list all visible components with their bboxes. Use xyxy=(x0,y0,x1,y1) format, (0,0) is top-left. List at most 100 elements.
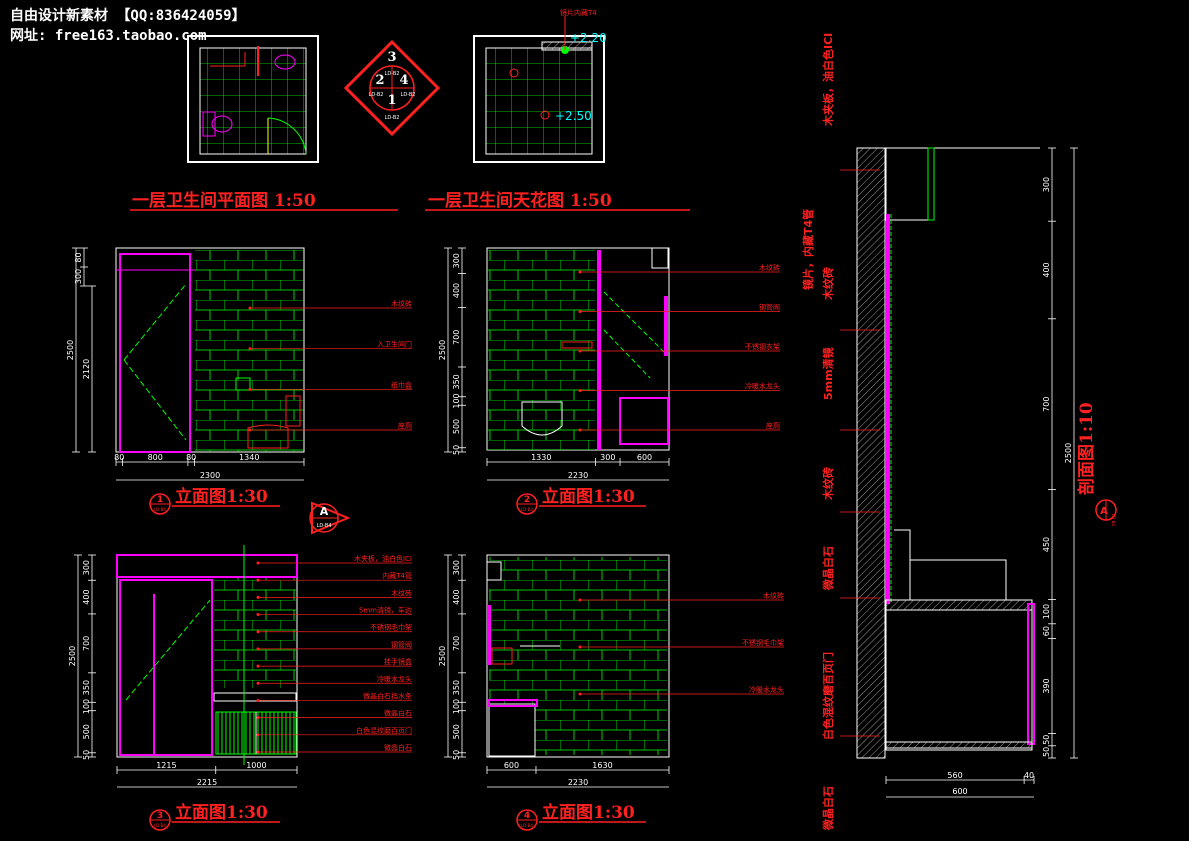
elevation-2-tag: LD-B4 xyxy=(521,507,533,512)
elevation-3-section-tag: LD-B4 xyxy=(317,523,332,529)
section-vertical-labels: 木夹板，油白色ICI镜片，内藏T4管木纹砖5mm清镜木纹砖微晶白石白色混纹磨百页… xyxy=(801,33,880,831)
sec-vlabel-0: 木夹板，油白色ICI xyxy=(821,33,835,127)
e2-callout-3: 冷暖水龙头 xyxy=(745,382,780,391)
sec-vlabel-4: 木纹砖 xyxy=(821,467,835,501)
section-mark: A xyxy=(1100,506,1108,517)
e3-callout-6: 挂手镜盒 xyxy=(384,657,412,666)
floor-plan xyxy=(187,35,319,163)
e4-v-4: 100 xyxy=(452,699,461,714)
e3-callout-9: 微晶白石 xyxy=(384,709,412,718)
index-tag-bottom: LD-B2 xyxy=(385,115,400,121)
e3-callout-4: 不锈钢毛巾架 xyxy=(370,623,412,632)
e2-v-4: 100 xyxy=(452,393,461,408)
index-right: 4 xyxy=(399,73,408,88)
e3-total: 2215 xyxy=(197,778,217,787)
e3-callout-5: 钢管阀 xyxy=(391,640,412,649)
e1-h-0: 80 xyxy=(114,453,124,462)
elevation-1-number: 1 xyxy=(157,495,163,505)
elevation-1-drawing xyxy=(115,247,305,453)
sec-v-8: 50 xyxy=(1042,747,1051,757)
e2-callout-1: 钢管阀 xyxy=(759,303,780,312)
e4-callout-2: 冷暖水龙头 xyxy=(749,685,784,694)
e4-v-2: 700 xyxy=(452,636,461,651)
e1-h-1: 800 xyxy=(148,453,163,462)
e1c-v-0: 2120 xyxy=(82,359,91,379)
sec-vlabel-2: 木纹砖 xyxy=(821,267,835,301)
section-drawing xyxy=(856,147,1040,759)
elevation-4-number: 4 xyxy=(524,811,530,821)
e3-v-3: 350 xyxy=(82,680,91,695)
e1-h-2: 80 xyxy=(186,453,196,462)
e4-v-5: 500 xyxy=(452,724,461,739)
e1-total: 2300 xyxy=(200,471,220,480)
elevation-3-drawing xyxy=(116,501,351,765)
elevation-4-title-block: 4 LD-B4 立面图1:30 xyxy=(516,802,646,831)
e2-callout-4: 座厕 xyxy=(766,421,780,430)
e3-h-0: 1215 xyxy=(156,761,176,770)
e3-v-4: 100 xyxy=(82,699,91,714)
header-line-2: 网址: free163.taobao.com xyxy=(10,28,207,44)
e2-v-5: 500 xyxy=(452,419,461,434)
e3-v-5: 500 xyxy=(82,724,91,739)
index-tag-top: LD-B2 xyxy=(385,71,400,77)
sec-vlabel-3: 5mm清镜 xyxy=(821,347,835,400)
e3-v-6: 50 xyxy=(82,750,91,760)
e2-v-6: 50 xyxy=(452,445,461,455)
sec-v-0: 300 xyxy=(1042,177,1051,192)
e2-h-0: 1330 xyxy=(531,453,551,462)
ceiling-note: 镜片内藏T4 xyxy=(560,8,597,17)
sec-v-2: 700 xyxy=(1042,397,1051,412)
index-tag-left: LD-B2 xyxy=(369,92,384,98)
e4-v-1: 400 xyxy=(452,589,461,604)
e3-callout-11: 微晶白石 xyxy=(384,743,412,752)
e4-callout-0: 木纹砖 xyxy=(763,591,784,600)
e1-callout-2: 纸巾盒 xyxy=(391,380,412,389)
index-top: 3 xyxy=(387,50,396,65)
e3-v-0: 300 xyxy=(82,560,91,575)
e1a-v-1: 300 xyxy=(74,269,83,284)
e2-h-1: 300 xyxy=(600,453,615,462)
plan-title: 一层卫生间平面图 1:50 xyxy=(132,190,316,211)
e1-callout-0: 木纹砖 xyxy=(391,299,412,308)
e3-callout-1: 内藏T4管 xyxy=(382,571,412,580)
elevation-3-section-mark: A xyxy=(320,505,329,518)
e3-callout-7: 冷暖水龙头 xyxy=(377,674,412,683)
e2-callout-2: 不锈钢衣架 xyxy=(745,342,780,351)
e4t-v-0: 2500 xyxy=(438,646,447,666)
e4-v-6: 50 xyxy=(452,750,461,760)
e3-v-1: 400 xyxy=(82,589,91,604)
elevation-2-number: 2 xyxy=(524,495,530,505)
sec-v-1: 400 xyxy=(1042,262,1051,277)
e3t-v-0: 2500 xyxy=(68,646,77,666)
e1a-v-0: 80 xyxy=(74,252,83,262)
e3-v-2: 700 xyxy=(82,636,91,651)
elevation-1-tag: LD-B4 xyxy=(154,507,166,512)
sec-h-0: 560 xyxy=(947,771,962,780)
sec-vlabel-7: 微晶白石 xyxy=(821,786,835,831)
e3-callout-0: 木夹板，油白色ICI xyxy=(354,554,412,563)
elevation-3-tag: LD-B4 xyxy=(154,823,166,828)
sec-v-3: 450 xyxy=(1042,537,1051,552)
elevation-4-tag: LD-B4 xyxy=(521,823,533,828)
elevation-4-title: 立面图1:30 xyxy=(542,802,635,823)
elevation-2-title: 立面图1:30 xyxy=(542,486,635,507)
index-tag-right: LD-B2 xyxy=(401,92,416,98)
sec-vlabel-1: 镜片，内藏T4管 xyxy=(801,209,815,290)
e4-total: 2230 xyxy=(568,778,588,787)
e3-callout-2: 木纹砖 xyxy=(391,588,412,597)
e2-v-2: 700 xyxy=(452,330,461,345)
e2-callout-0: 木纹砖 xyxy=(759,263,780,272)
index-left: 2 xyxy=(375,73,384,88)
elevation-3-number: 3 xyxy=(157,811,163,821)
e1-h-3: 1340 xyxy=(239,453,259,462)
ceiling-level-2: +2.50 xyxy=(555,109,592,123)
sec-v-7: 50 xyxy=(1042,735,1051,745)
